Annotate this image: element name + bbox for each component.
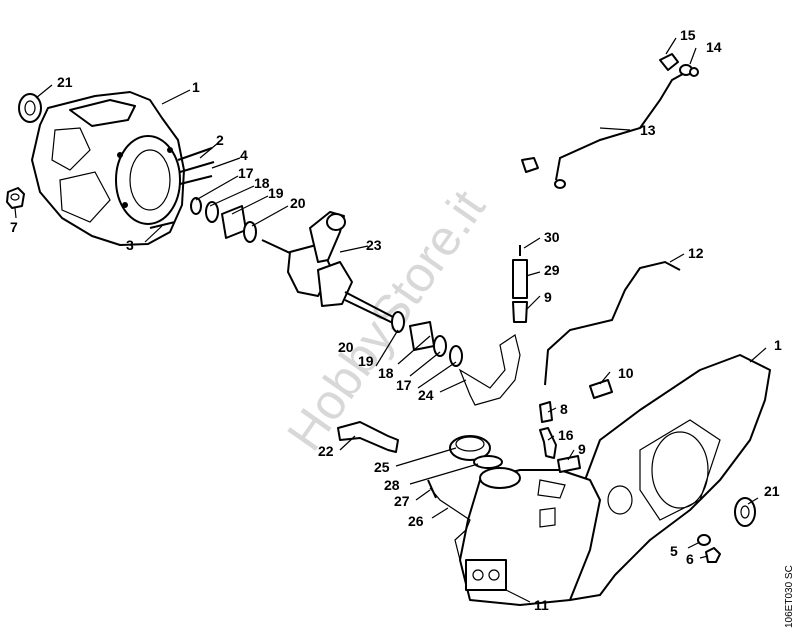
callout-20-upper: 20 <box>290 195 306 211</box>
callout-28: 28 <box>384 477 400 493</box>
callout-18-lower: 18 <box>378 365 394 381</box>
nut-7 <box>6 187 25 209</box>
fuel-cap <box>449 435 503 469</box>
callout-21-upper: 21 <box>57 74 73 90</box>
callout-20-lower: 20 <box>338 339 354 355</box>
callout-24: 24 <box>418 387 434 403</box>
callout-19-upper: 19 <box>268 185 284 201</box>
callout-26: 26 <box>408 513 424 529</box>
callout-7: 7 <box>10 219 18 235</box>
callout-4: 4 <box>240 147 248 163</box>
callout-9-upper: 9 <box>544 289 552 305</box>
hose-22 <box>337 421 399 453</box>
callout-23: 23 <box>366 237 382 253</box>
callout-11: 11 <box>534 597 549 613</box>
callout-22: 22 <box>318 443 334 459</box>
callout-18-upper: 18 <box>254 175 270 191</box>
callout-14: 14 <box>706 39 722 55</box>
tube-12 <box>544 260 681 386</box>
callout-29: 29 <box>544 262 560 278</box>
callout-1-upper: 1 <box>192 79 200 95</box>
fittings-8-16-9 <box>539 401 581 473</box>
callout-15: 15 <box>680 27 696 43</box>
callout-1-lower: 1 <box>774 337 782 353</box>
leader-lines <box>14 37 767 603</box>
callout-19-lower: 19 <box>358 353 374 369</box>
callout-16: 16 <box>558 427 574 443</box>
callout-13: 13 <box>640 122 656 138</box>
pickup-line <box>427 479 471 561</box>
rod-13 <box>521 53 699 189</box>
callout-25: 25 <box>374 459 390 475</box>
callout-30: 30 <box>544 229 560 245</box>
lower-bearing-set <box>391 311 463 367</box>
callout-6: 6 <box>686 551 694 567</box>
tank-housing <box>459 467 601 606</box>
callout-27: 27 <box>394 493 410 509</box>
pin-sleeve-set <box>512 245 528 323</box>
callout-8: 8 <box>560 401 568 417</box>
callout-17-upper: 17 <box>238 165 254 181</box>
callout-9-lower: 9 <box>578 441 586 457</box>
callout-numbers: 1 21 7 2 4 17 18 19 20 3 23 15 14 13 30 … <box>10 27 782 613</box>
studs <box>149 147 215 229</box>
callout-21-lower: 21 <box>764 483 780 499</box>
upper-bearing-set <box>190 197 257 243</box>
callout-12: 12 <box>688 245 704 261</box>
washer-5-nut-6 <box>697 534 721 563</box>
gasket <box>458 334 521 406</box>
drawing-code: 106ET030 SC <box>784 565 795 628</box>
callout-17-lower: 17 <box>396 377 412 393</box>
callout-2: 2 <box>216 132 224 148</box>
oil-seal-upper <box>18 93 42 123</box>
callout-5: 5 <box>670 543 678 559</box>
oil-seal-lower <box>734 497 756 527</box>
crankshaft <box>261 211 396 325</box>
left-crankcase-half <box>31 91 185 246</box>
callout-10: 10 <box>618 365 634 381</box>
callout-3: 3 <box>126 237 134 253</box>
